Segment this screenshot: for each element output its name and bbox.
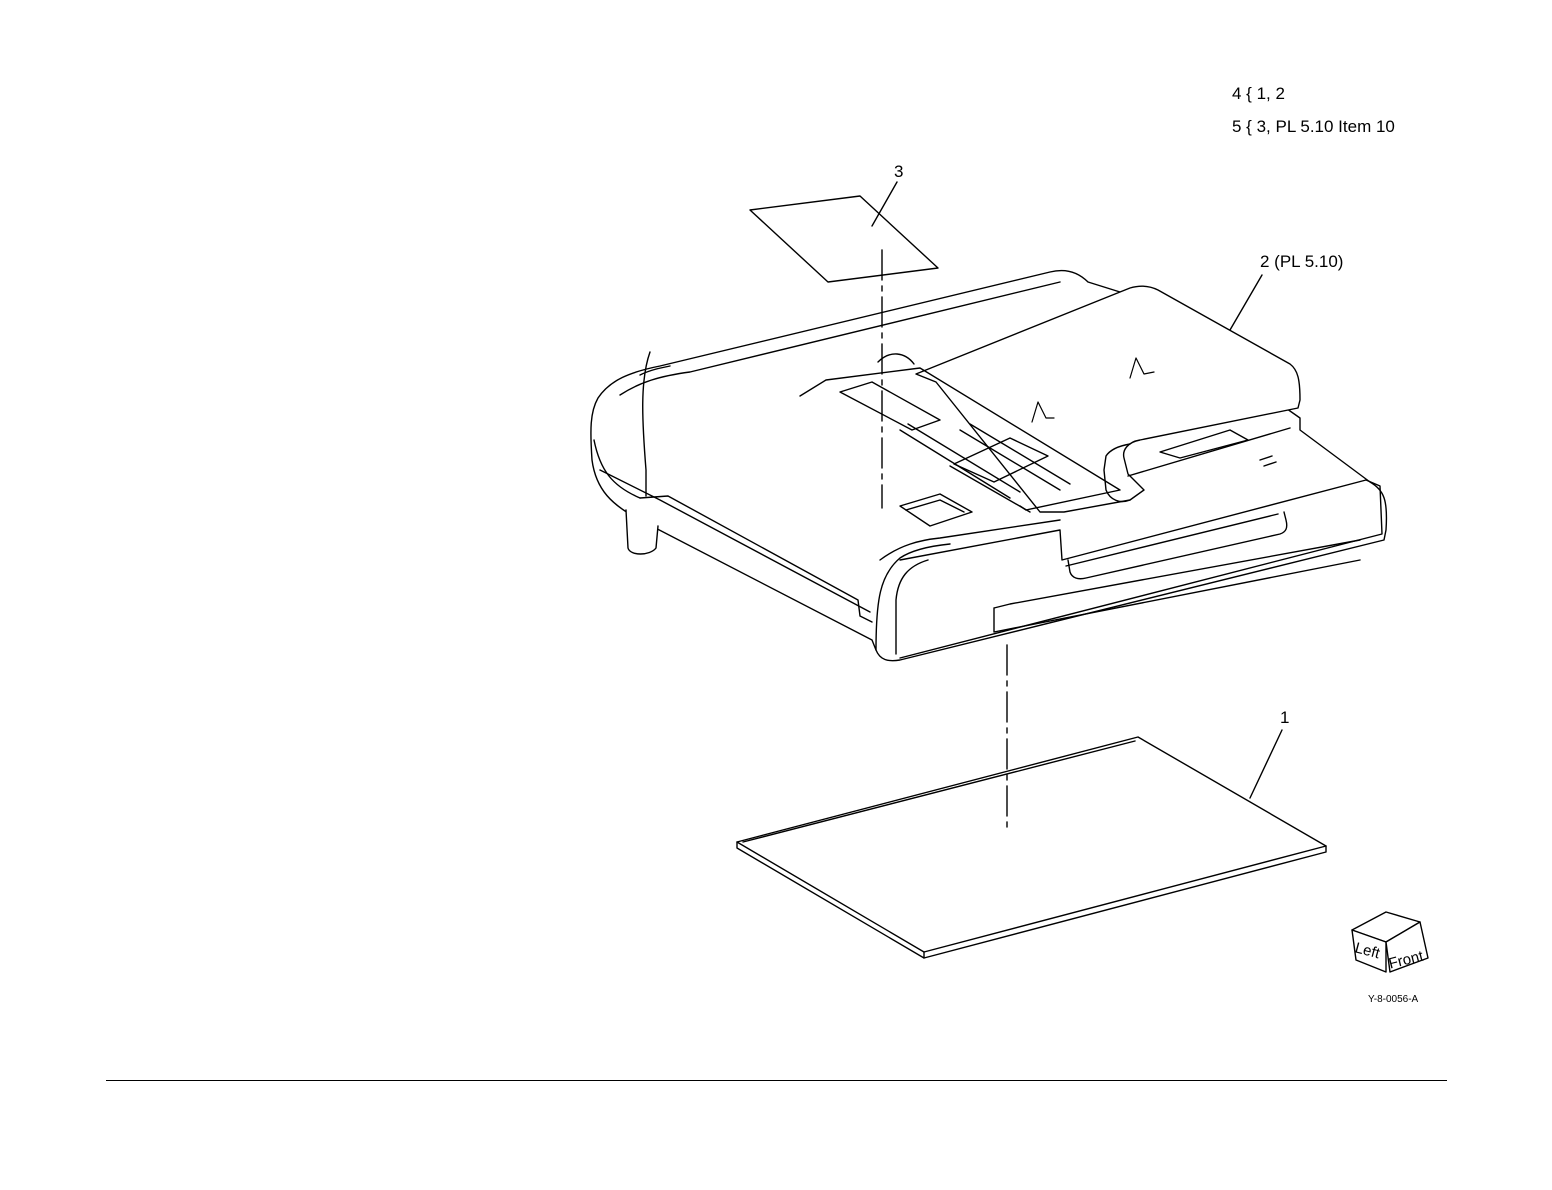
- callout-item-3: 3: [894, 162, 903, 182]
- part-2-document-feeder: [591, 270, 1387, 660]
- part-3-label: [750, 182, 938, 282]
- part-1-sheet: [737, 730, 1326, 958]
- leader-line-2: [1230, 275, 1262, 330]
- legend-line-1: 4 { 1, 2: [1232, 84, 1285, 104]
- figure-id: Y-8-0056-A: [1368, 994, 1418, 1005]
- callout-item-2: 2 (PL 5.10): [1260, 252, 1343, 272]
- footer-divider: [106, 1080, 1447, 1081]
- callout-item-1: 1: [1280, 708, 1289, 728]
- leader-line-1: [1250, 730, 1282, 798]
- orientation-cube-icon: Left Front: [1352, 912, 1428, 973]
- legend-line-2: 5 { 3, PL 5.10 Item 10: [1232, 117, 1395, 137]
